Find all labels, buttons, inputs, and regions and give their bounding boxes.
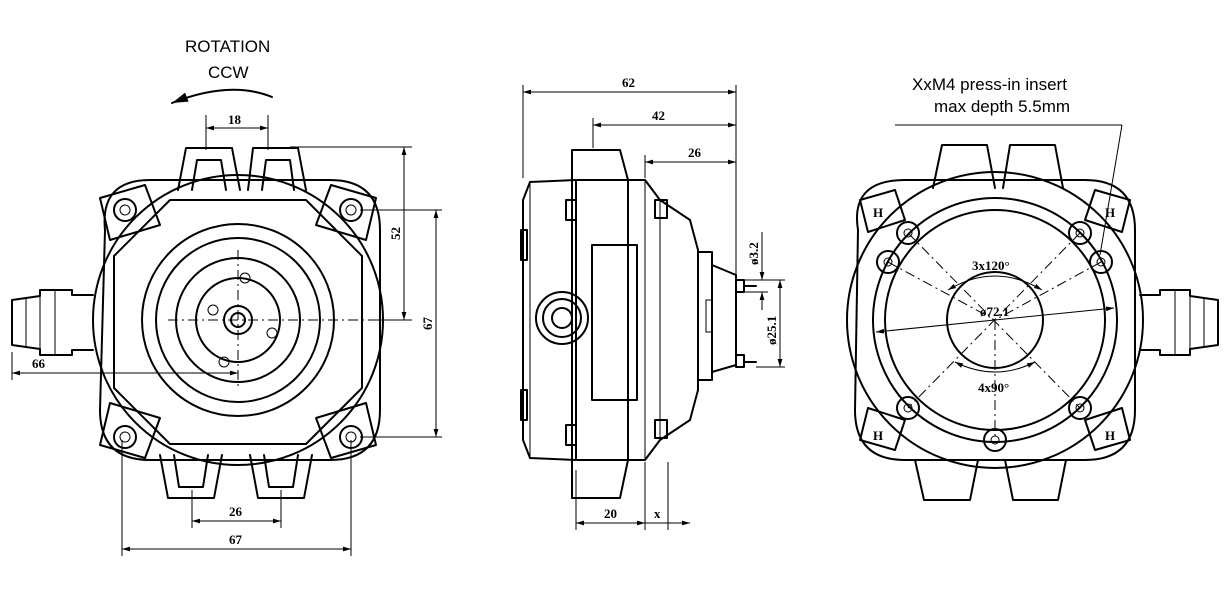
dim-angles-90: 4x90° — [978, 380, 1009, 395]
dim-shaft-diameter: ø3.2 — [746, 242, 761, 265]
dim-right-67: 67 — [420, 317, 435, 331]
svg-text:H: H — [873, 205, 883, 220]
dim-bottom-26: 26 — [229, 504, 243, 519]
dim-right-52: 52 — [388, 227, 403, 240]
dim-42: 42 — [652, 108, 665, 123]
dim-circle-diameter: ø72.1 — [980, 304, 1009, 319]
insert-note-line1: XxM4 press-in insert — [912, 75, 1067, 94]
svg-text:H: H — [1105, 205, 1115, 220]
insert-note-line2: max depth 5.5mm — [934, 97, 1070, 116]
front-view: ROTATION CCW — [11, 37, 442, 556]
dim-26: 26 — [688, 145, 702, 160]
dim-left-66: 66 — [32, 356, 46, 371]
dim-hub-diameter: ø25.1 — [764, 316, 779, 345]
rear-view: XxM4 press-in insert max depth 5.5mm H H… — [846, 75, 1219, 501]
dim-top-18: 18 — [228, 112, 242, 127]
side-view: 62 42 26 ø3.2 ø25.1 20 x — [520, 75, 785, 530]
rotation-arrow-icon — [171, 88, 273, 104]
dim-bottom-67: 67 — [229, 532, 243, 547]
dim-x: x — [654, 506, 661, 521]
rotation-title: ROTATION — [185, 37, 270, 56]
svg-text:H: H — [873, 428, 883, 443]
dim-20: 20 — [604, 506, 617, 521]
svg-text:H: H — [1105, 428, 1115, 443]
dim-62: 62 — [622, 75, 635, 90]
rotation-direction: CCW — [208, 63, 249, 82]
dim-angles-120: 3x120° — [972, 258, 1010, 273]
